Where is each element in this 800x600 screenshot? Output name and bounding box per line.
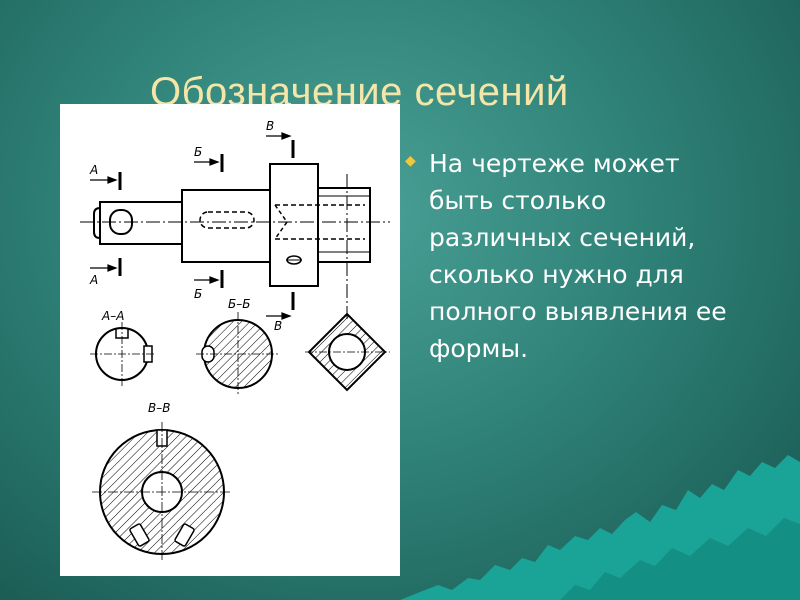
section-aa (90, 322, 154, 386)
label-a-bottom: А (89, 273, 98, 287)
bullet-text: На чертеже может быть столько различных … (429, 149, 727, 363)
technical-drawing: А А Б Б В (60, 104, 400, 576)
technical-drawing-svg: А А Б Б В (80, 119, 390, 562)
section-square-hub (305, 312, 390, 392)
section-vv (92, 422, 232, 562)
label-v-bottom: В (274, 319, 282, 333)
shaft-main-view (93, 163, 371, 287)
label-v-top: В (266, 119, 274, 133)
section-bb-label: Б–Б (228, 297, 250, 311)
section-aa-label: А–А (101, 309, 124, 323)
label-a-top: А (89, 163, 98, 177)
label-b-bottom: Б (194, 287, 202, 301)
diamond-bullet-icon: ◆ (405, 153, 416, 169)
bullet-item: ◆ На чертеже может быть столько различны… (405, 145, 790, 367)
label-b-top: Б (194, 145, 202, 159)
section-vv-label: В–В (148, 401, 170, 415)
section-bb (196, 312, 280, 396)
